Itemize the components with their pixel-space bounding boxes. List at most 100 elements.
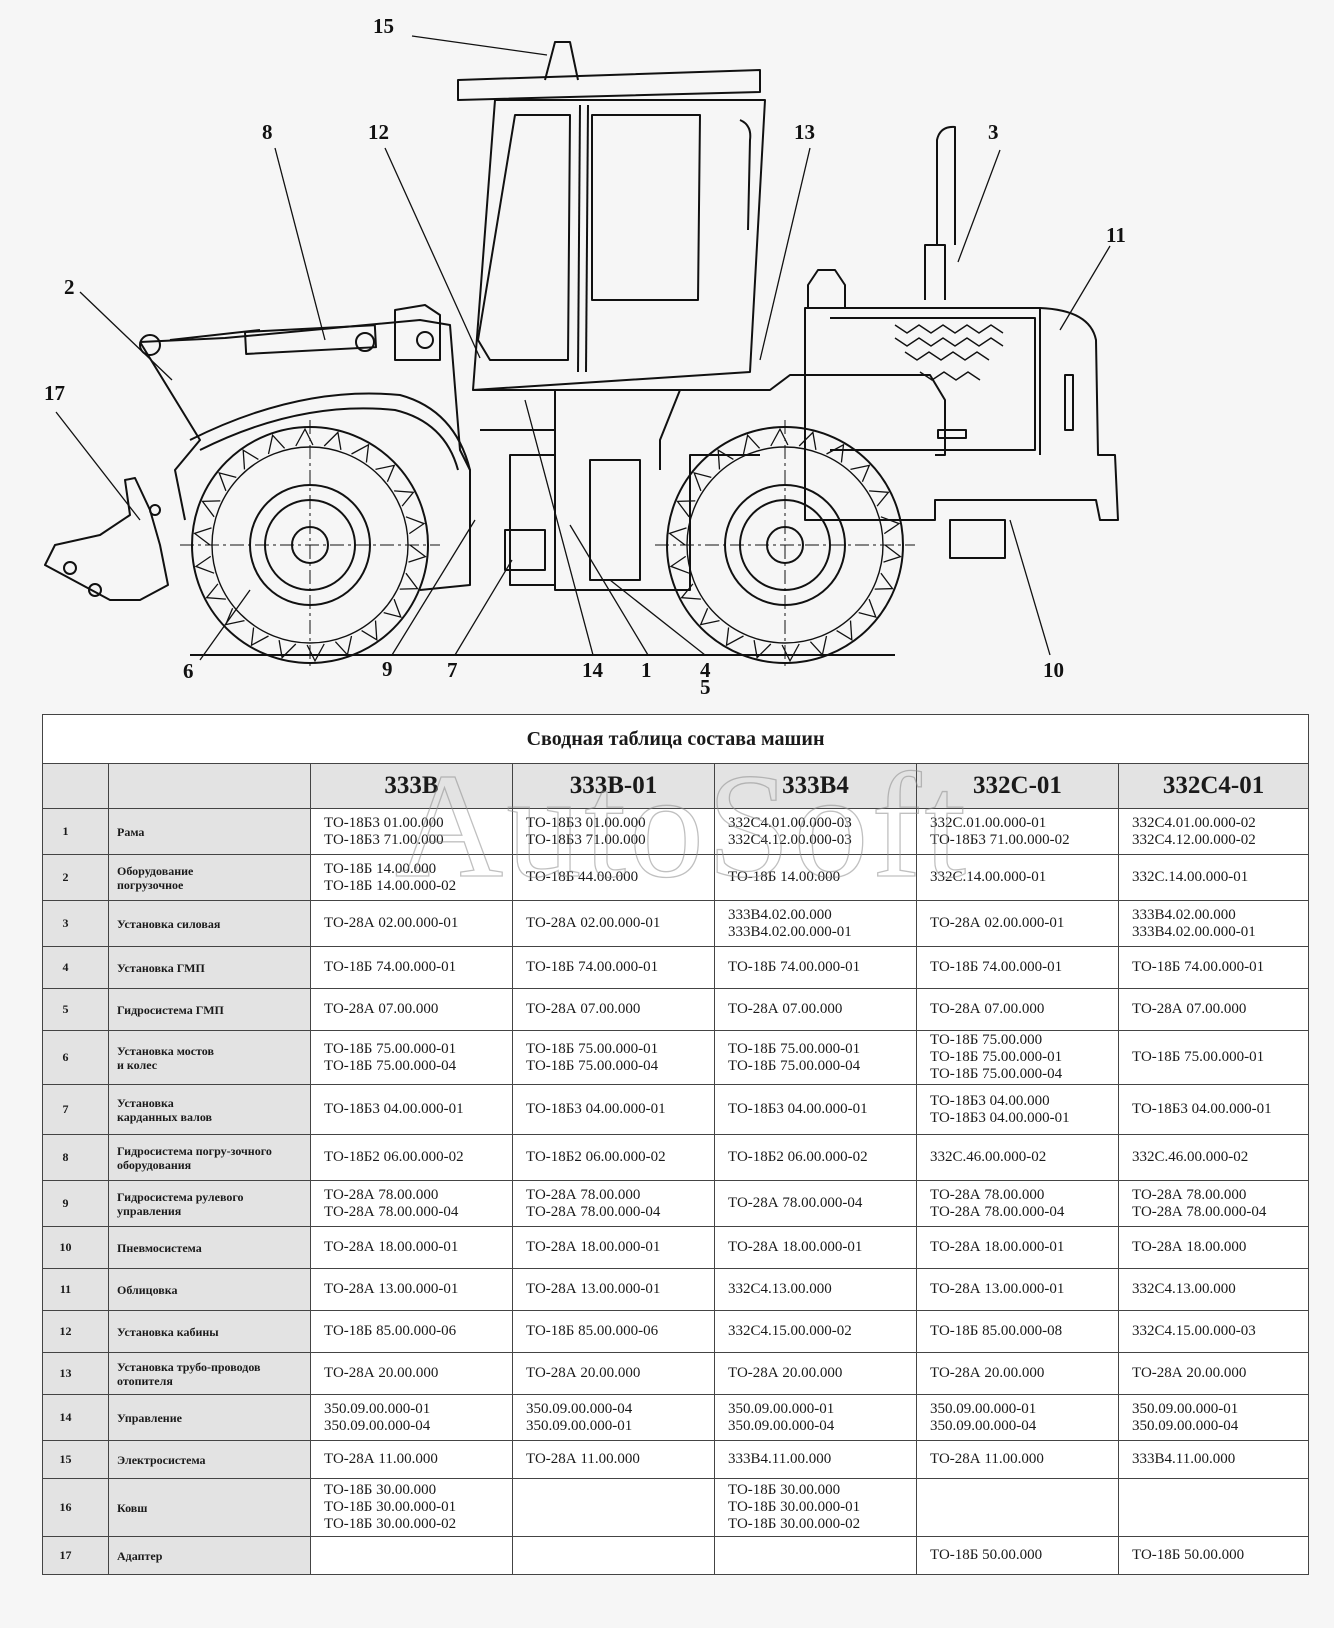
row-value: 332С.01.00.000-01 ТО-18Б3 71.00.000-02 xyxy=(916,808,1119,855)
row-name: Электросистема xyxy=(108,1440,311,1479)
row-value: ТО-28А 07.00.000 xyxy=(714,988,917,1031)
row-value: 333В4.02.00.000 333В4.02.00.000-01 xyxy=(1117,900,1310,947)
row-value: ТО-28А 07.00.000 xyxy=(916,988,1119,1031)
row-value xyxy=(916,1478,1119,1537)
row-number: 4 xyxy=(42,946,109,989)
row-value xyxy=(310,1536,513,1575)
row-value: ТО-18Б 50.00.000 xyxy=(916,1536,1119,1575)
callout-2: 2 xyxy=(64,275,75,299)
row-value: ТО-18Б 85.00.000-08 xyxy=(916,1310,1119,1353)
callout-6: 6 xyxy=(183,659,194,683)
row-value: ТО-18Б3 01.00.000 ТО-18Б3 71.00.000 xyxy=(310,808,513,855)
row-value: ТО-28А 11.00.000 xyxy=(916,1440,1119,1479)
row-name: Управление xyxy=(108,1394,311,1441)
row-value: ТО-28А 13.00.000-01 xyxy=(916,1268,1119,1311)
row-value: ТО-28А 11.00.000 xyxy=(512,1440,715,1479)
row-value: ТО-18Б 74.00.000-01 xyxy=(512,946,715,989)
row-value: ТО-28А 18.00.000-01 xyxy=(512,1226,715,1269)
row-value: 350.09.00.000-04 350.09.00.000-01 xyxy=(512,1394,715,1441)
row-value: ТО-28А 18.00.000 xyxy=(1117,1226,1310,1269)
row-number: 9 xyxy=(42,1180,109,1227)
row-value: 332С.14.00.000-01 xyxy=(916,854,1119,901)
row-value: 332С.46.00.000-02 xyxy=(916,1134,1119,1181)
row-number: 17 xyxy=(42,1536,109,1575)
row-value: 333В4.11.00.000 xyxy=(1117,1440,1310,1479)
row-number: 13 xyxy=(42,1352,109,1395)
row-value: 332С4.13.00.000 xyxy=(1117,1268,1310,1311)
row-value: ТО-28А 18.00.000-01 xyxy=(714,1226,917,1269)
row-name: Оборудование погрузочное xyxy=(108,854,311,901)
row-value: ТО-28А 20.00.000 xyxy=(512,1352,715,1395)
header-model: 333В-01 xyxy=(512,763,715,809)
row-value: ТО-18Б 74.00.000-01 xyxy=(916,946,1119,989)
row-value: 332С.46.00.000-02 xyxy=(1117,1134,1310,1181)
row-number: 6 xyxy=(42,1030,109,1085)
callout-3: 3 xyxy=(988,120,999,144)
row-value: ТО-28А 13.00.000-01 xyxy=(310,1268,513,1311)
row-value: ТО-28А 13.00.000-01 xyxy=(512,1268,715,1311)
row-value: ТО-18Б 50.00.000 xyxy=(1117,1536,1310,1575)
row-value: ТО-18Б 30.00.000 ТО-18Б 30.00.000-01 ТО-… xyxy=(714,1478,917,1537)
row-value: ТО-18Б3 01.00.000 ТО-18Б3 71.00.000 xyxy=(512,808,715,855)
row-number: 7 xyxy=(42,1084,109,1135)
row-value: ТО-28А 78.00.000 ТО-28А 78.00.000-04 xyxy=(916,1180,1119,1227)
row-name: Гидросистема ГМП xyxy=(108,988,311,1031)
row-value: ТО-18Б 75.00.000-01 ТО-18Б 75.00.000-04 xyxy=(714,1030,917,1085)
row-value: ТО-18Б2 06.00.000-02 xyxy=(714,1134,917,1181)
row-number: 14 xyxy=(42,1394,109,1441)
row-value: ТО-28А 18.00.000-01 xyxy=(916,1226,1119,1269)
row-name: Ковш xyxy=(108,1478,311,1537)
row-value: 350.09.00.000-01 350.09.00.000-04 xyxy=(714,1394,917,1441)
row-number: 16 xyxy=(42,1478,109,1537)
callout-5: 5 xyxy=(700,675,711,699)
row-value: 350.09.00.000-01 350.09.00.000-04 xyxy=(916,1394,1119,1441)
row-value: 350.09.00.000-01 350.09.00.000-04 xyxy=(310,1394,513,1441)
row-value xyxy=(512,1536,715,1575)
header-model: 332С4-01 xyxy=(1117,763,1310,809)
header-number xyxy=(42,763,109,809)
row-name: Рама xyxy=(108,808,311,855)
row-value: ТО-28А 78.00.000-04 xyxy=(714,1180,917,1227)
row-value: ТО-18Б 74.00.000-01 xyxy=(1117,946,1310,989)
callout-9: 9 xyxy=(382,657,393,681)
row-value: ТО-18Б 85.00.000-06 xyxy=(310,1310,513,1353)
callout-15: 15 xyxy=(373,14,394,38)
row-value: ТО-28А 11.00.000 xyxy=(310,1440,513,1479)
row-value: ТО-18Б 75.00.000 ТО-18Б 75.00.000-01 ТО-… xyxy=(916,1030,1119,1085)
row-name: Установка кабины xyxy=(108,1310,311,1353)
row-name: Облицовка xyxy=(108,1268,311,1311)
row-value: ТО-28А 78.00.000 ТО-28А 78.00.000-04 xyxy=(1117,1180,1310,1227)
row-value: ТО-28А 20.00.000 xyxy=(714,1352,917,1395)
row-value: ТО-28А 02.00.000-01 xyxy=(916,900,1119,947)
callout-1: 1 xyxy=(641,658,652,682)
row-number: 8 xyxy=(42,1134,109,1181)
row-value: ТО-18Б2 06.00.000-02 xyxy=(512,1134,715,1181)
row-number: 10 xyxy=(42,1226,109,1269)
callout-13: 13 xyxy=(794,120,815,144)
row-value: ТО-18Б2 06.00.000-02 xyxy=(310,1134,513,1181)
callout-12: 12 xyxy=(368,120,389,144)
row-value: ТО-28А 18.00.000-01 xyxy=(310,1226,513,1269)
row-value xyxy=(512,1478,715,1537)
row-value: ТО-18Б 75.00.000-01 ТО-18Б 75.00.000-04 xyxy=(310,1030,513,1085)
header-name xyxy=(108,763,311,809)
row-value: ТО-18Б 30.00.000 ТО-18Б 30.00.000-01 ТО-… xyxy=(310,1478,513,1537)
callout-10: 10 xyxy=(1043,658,1064,682)
row-name: Установка ГМП xyxy=(108,946,311,989)
row-value: ТО-28А 02.00.000-01 xyxy=(310,900,513,947)
callout-7: 7 xyxy=(447,658,458,682)
row-value: ТО-28А 20.00.000 xyxy=(916,1352,1119,1395)
row-name: Установка карданных валов xyxy=(108,1084,311,1135)
